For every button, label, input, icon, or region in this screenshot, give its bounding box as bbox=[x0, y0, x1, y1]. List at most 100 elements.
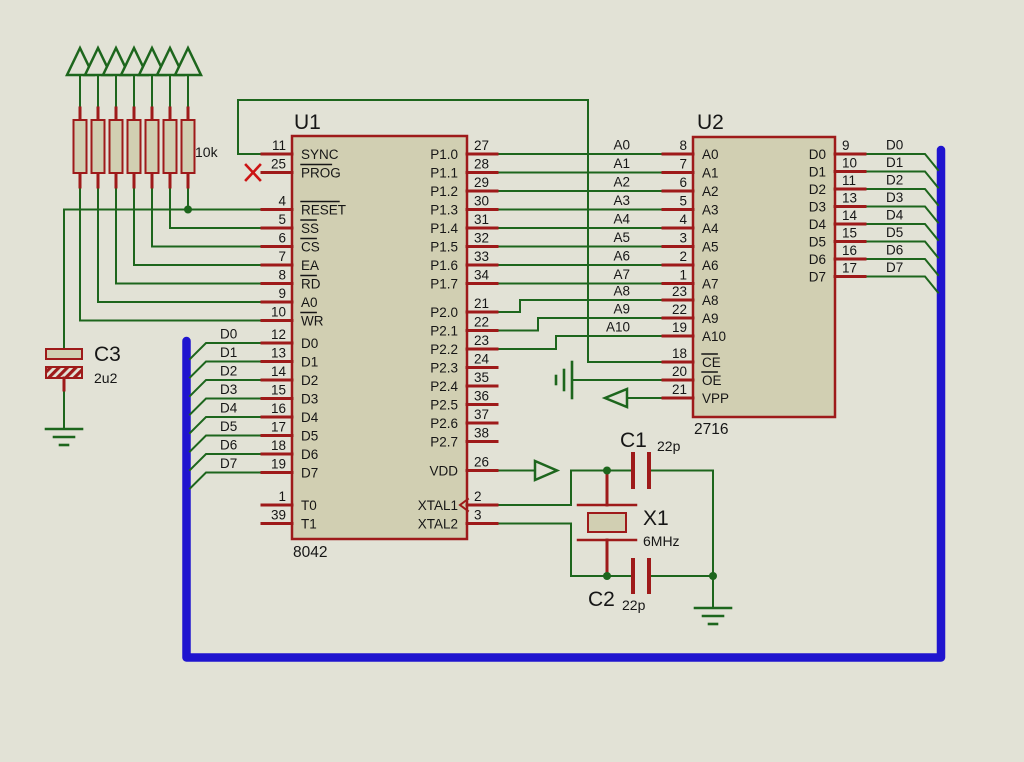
wire[interactable] bbox=[188, 397, 263, 416]
u2-pin-A3-number: 5 bbox=[679, 194, 687, 209]
power-arrow-icon[interactable] bbox=[601, 387, 629, 409]
u1-pin-D4-number: 16 bbox=[271, 401, 286, 416]
wire[interactable] bbox=[496, 299, 664, 313]
u1-pin-D5-name: D5 bbox=[301, 429, 318, 444]
u1-pin-P2.2-name: P2.2 bbox=[430, 342, 458, 357]
wire[interactable] bbox=[188, 471, 263, 490]
wire[interactable] bbox=[496, 335, 664, 350]
wire[interactable] bbox=[496, 469, 634, 506]
u2-pin-A6-name: A6 bbox=[702, 258, 719, 273]
u1-pin-P1.0-name: P1.0 bbox=[430, 147, 458, 162]
wire[interactable] bbox=[496, 317, 664, 332]
u1-pin-P2.3-number: 24 bbox=[474, 352, 490, 367]
wire[interactable] bbox=[169, 175, 263, 229]
resistor-body[interactable] bbox=[108, 119, 124, 174]
crystal-x1-body[interactable] bbox=[587, 512, 627, 533]
wire[interactable] bbox=[648, 469, 714, 609]
u1-pin-P2.5-name: P2.5 bbox=[430, 398, 458, 413]
resistor-body[interactable] bbox=[72, 119, 88, 174]
wire[interactable] bbox=[188, 379, 263, 398]
u1-pin-P2.1-name: P2.1 bbox=[430, 324, 458, 339]
u2-pin-CE-name: CE bbox=[702, 355, 721, 370]
data-bus[interactable] bbox=[182, 145, 946, 662]
no-connect-x-icon bbox=[244, 163, 262, 182]
power-arrow-icon[interactable] bbox=[65, 45, 95, 77]
u1-pin-PROG-number: 25 bbox=[271, 157, 286, 172]
u1-pin-P2.7-number: 38 bbox=[474, 426, 489, 441]
u1-pin-P1.7-number: 34 bbox=[474, 268, 490, 283]
junction-dot bbox=[603, 466, 611, 475]
u1-pin-D0-number: 12 bbox=[271, 327, 286, 342]
resistor-body[interactable] bbox=[126, 119, 142, 174]
power-arrow-icon[interactable] bbox=[137, 45, 167, 77]
capacitor-c3-plate[interactable] bbox=[45, 366, 83, 379]
u2-chip-body[interactable] bbox=[691, 135, 837, 419]
net-label-D4: D4 bbox=[886, 208, 904, 223]
wire[interactable] bbox=[188, 453, 263, 472]
wire[interactable] bbox=[864, 275, 940, 294]
wire[interactable] bbox=[188, 360, 263, 379]
wire[interactable] bbox=[151, 175, 263, 248]
wire[interactable] bbox=[864, 153, 940, 172]
net-label-D2: D2 bbox=[886, 173, 903, 188]
u2-pin-VPP-name: VPP bbox=[702, 391, 729, 406]
resistor-body[interactable] bbox=[162, 119, 178, 174]
wire[interactable] bbox=[864, 258, 940, 277]
wire[interactable] bbox=[115, 175, 263, 285]
wire[interactable] bbox=[133, 175, 263, 266]
resistor-body[interactable] bbox=[90, 119, 106, 174]
u1-pin-WR-name: WR bbox=[301, 314, 324, 329]
wire[interactable] bbox=[237, 99, 664, 363]
u1-pin-XTAL2-name: XTAL2 bbox=[418, 517, 458, 532]
power-arrow-icon[interactable] bbox=[155, 45, 185, 77]
capacitor-c3-plate[interactable] bbox=[45, 348, 83, 360]
power-arrow-icon[interactable] bbox=[83, 45, 113, 77]
x1-value-label: 6MHz bbox=[643, 533, 680, 549]
net-label-A5: A5 bbox=[613, 230, 630, 245]
clock-input-arrow-icon bbox=[458, 497, 470, 513]
wire[interactable] bbox=[79, 175, 263, 322]
power-arrow-icon[interactable] bbox=[119, 45, 149, 77]
net-label-D5: D5 bbox=[886, 225, 903, 240]
power-arrow-icon[interactable] bbox=[173, 45, 203, 77]
u1-pin-P1.3-name: P1.3 bbox=[430, 203, 458, 218]
u1-pin-CS-name: CS bbox=[301, 240, 320, 255]
u2-pin-D5-number: 15 bbox=[842, 226, 857, 241]
u1-pin-D6-number: 18 bbox=[271, 438, 286, 453]
net-label-A0: A0 bbox=[613, 138, 630, 153]
u2-pin-D0-number: 9 bbox=[842, 138, 850, 153]
wire[interactable] bbox=[496, 522, 634, 577]
wire[interactable] bbox=[864, 188, 940, 207]
wire[interactable] bbox=[864, 240, 940, 259]
wire[interactable] bbox=[864, 170, 940, 189]
u1-pin-P2.4-number: 35 bbox=[474, 370, 489, 385]
u1-pin-A0-number: 9 bbox=[278, 286, 286, 301]
junction-dot bbox=[709, 572, 717, 580]
wire[interactable] bbox=[864, 205, 940, 224]
net-label-D0: D0 bbox=[220, 327, 237, 342]
u1-chip-body[interactable] bbox=[290, 134, 469, 541]
u1-pin-XTAL1-name: XTAL1 bbox=[418, 498, 458, 513]
u1-pin-P1.6-name: P1.6 bbox=[430, 258, 458, 273]
wire[interactable] bbox=[63, 208, 263, 350]
wire[interactable] bbox=[864, 223, 940, 242]
resistor-body[interactable] bbox=[144, 119, 160, 174]
wire[interactable] bbox=[188, 342, 263, 361]
wire[interactable] bbox=[97, 175, 263, 303]
resistor-body[interactable] bbox=[180, 119, 196, 174]
power-arrow-icon[interactable] bbox=[533, 459, 561, 482]
u1-pin-D6-name: D6 bbox=[301, 447, 318, 462]
net-label-D7: D7 bbox=[220, 456, 237, 471]
u1-pin-T0-name: T0 bbox=[301, 498, 317, 513]
wire[interactable] bbox=[188, 434, 263, 453]
u1-pin-P2.6-name: P2.6 bbox=[430, 416, 458, 431]
u2-pin-A7-number: 1 bbox=[679, 268, 687, 283]
u2-pin-A7-name: A7 bbox=[702, 277, 719, 292]
u1-pin-PROG-name: PROG bbox=[301, 166, 341, 181]
u1-pin-P2.3-name: P2.3 bbox=[430, 361, 458, 376]
u1-pin-P1.0-number: 27 bbox=[474, 138, 489, 153]
wire[interactable] bbox=[188, 416, 263, 435]
power-arrow-icon[interactable] bbox=[101, 45, 131, 77]
u2-pin-A2-number: 6 bbox=[679, 175, 687, 190]
